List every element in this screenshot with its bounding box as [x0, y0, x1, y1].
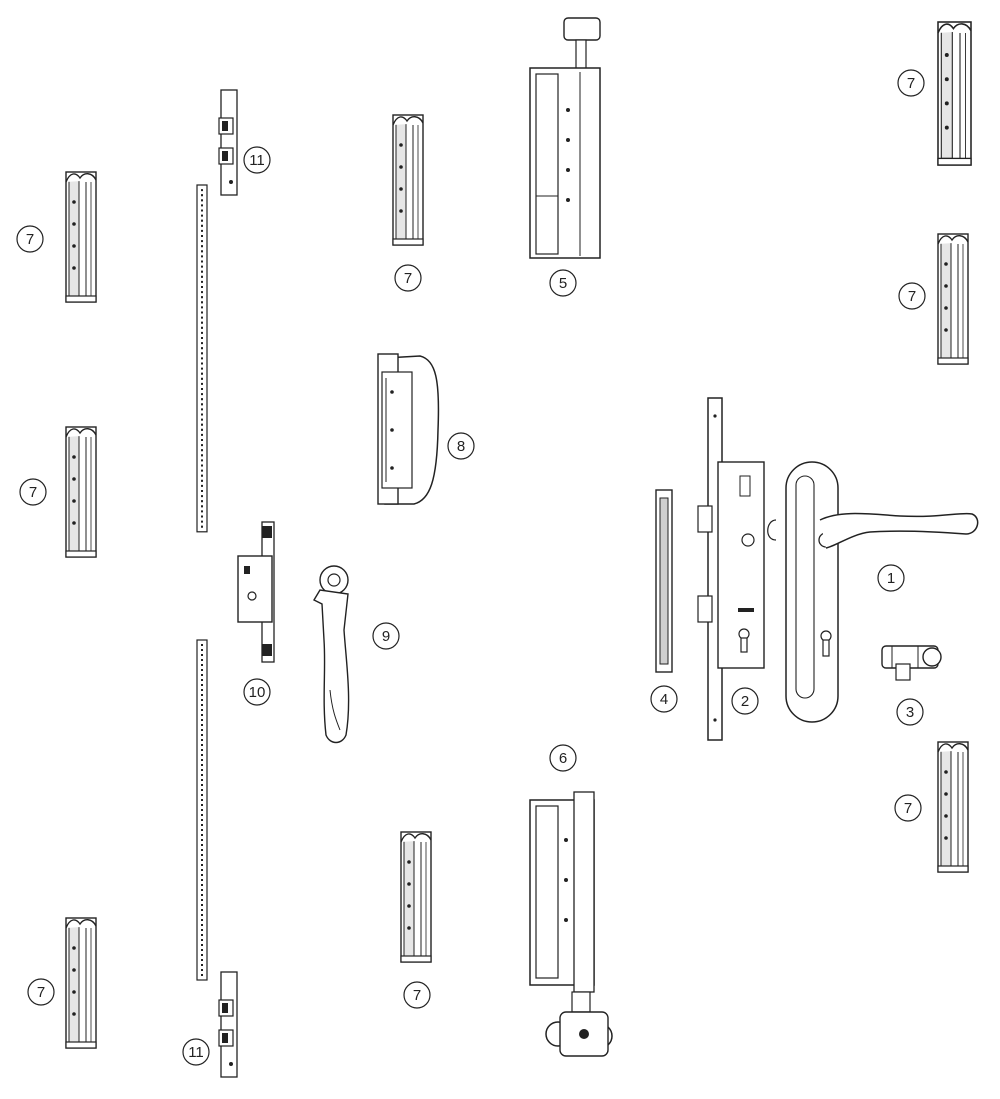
- hinge-7-right-top: [937, 21, 972, 166]
- callout-7-f-label: 7: [907, 75, 915, 92]
- callout-3: 3: [896, 698, 924, 726]
- callout-7-g-label: 7: [908, 288, 916, 305]
- callout-7-h-label: 7: [904, 800, 912, 817]
- callout-7-f: 7: [897, 69, 925, 97]
- keeper-11-bottom: [218, 971, 238, 1078]
- callout-11-top: 11: [243, 146, 271, 174]
- callout-6: 6: [549, 744, 577, 772]
- callout-4-label: 4: [660, 691, 668, 708]
- callout-11-top-label: 11: [249, 152, 265, 169]
- callout-1-label: 1: [887, 570, 895, 587]
- callout-7-b-label: 7: [29, 484, 37, 501]
- callout-7-h: 7: [894, 794, 922, 822]
- callout-8: 8: [447, 432, 475, 460]
- callout-2-label: 2: [741, 693, 749, 710]
- drive-rod-upper: [195, 183, 209, 533]
- callout-11-bottom-label: 11: [188, 1044, 204, 1061]
- hinge-7-center-bottom: [400, 831, 432, 963]
- window-handle-9: [313, 565, 350, 744]
- callout-8-label: 8: [457, 438, 465, 455]
- hinge-7-right-bottom: [937, 741, 969, 873]
- hinge-7-center-top: [392, 114, 424, 246]
- callout-4: 4: [650, 685, 678, 713]
- hinge-7-left-middle: [65, 426, 97, 558]
- lever-handle-set-1: [767, 461, 979, 723]
- callout-6-label: 6: [559, 750, 567, 767]
- hinge-7-right-middle: [937, 233, 969, 365]
- strike-plate-4: [655, 489, 673, 673]
- callout-7-d-label: 7: [404, 270, 412, 287]
- mortise-lock-2: [697, 397, 765, 741]
- gearbox-10: [237, 521, 275, 663]
- callout-7-g: 7: [898, 282, 926, 310]
- hinge-7-left-bottom: [65, 917, 97, 1049]
- callout-10-label: 10: [249, 684, 266, 701]
- callout-3-label: 3: [906, 704, 914, 721]
- euro-cylinder-3: [881, 645, 942, 681]
- callout-7-b: 7: [19, 478, 47, 506]
- drive-rod-lower: [196, 639, 208, 981]
- hinge-7-left-top: [65, 171, 97, 303]
- callout-7-c: 7: [27, 978, 55, 1006]
- pull-handle-8: [377, 353, 440, 505]
- callout-5: 5: [549, 269, 577, 297]
- keeper-11-top: [218, 89, 238, 196]
- callout-1: 1: [877, 564, 905, 592]
- callout-2: 2: [731, 687, 759, 715]
- roller-hinge-6: [529, 791, 613, 1057]
- callout-9-label: 9: [382, 628, 390, 645]
- callout-5-label: 5: [559, 275, 567, 292]
- callout-7-a-label: 7: [26, 231, 34, 248]
- lift-slide-hinge-5: [529, 17, 601, 259]
- callout-10: 10: [243, 678, 271, 706]
- callout-9: 9: [372, 622, 400, 650]
- callout-7-e: 7: [403, 981, 431, 1009]
- callout-7-c-label: 7: [37, 984, 45, 1001]
- callout-7-a: 7: [16, 225, 44, 253]
- callout-11-bottom: 11: [182, 1038, 210, 1066]
- callout-7-d: 7: [394, 264, 422, 292]
- callout-7-e-label: 7: [413, 987, 421, 1004]
